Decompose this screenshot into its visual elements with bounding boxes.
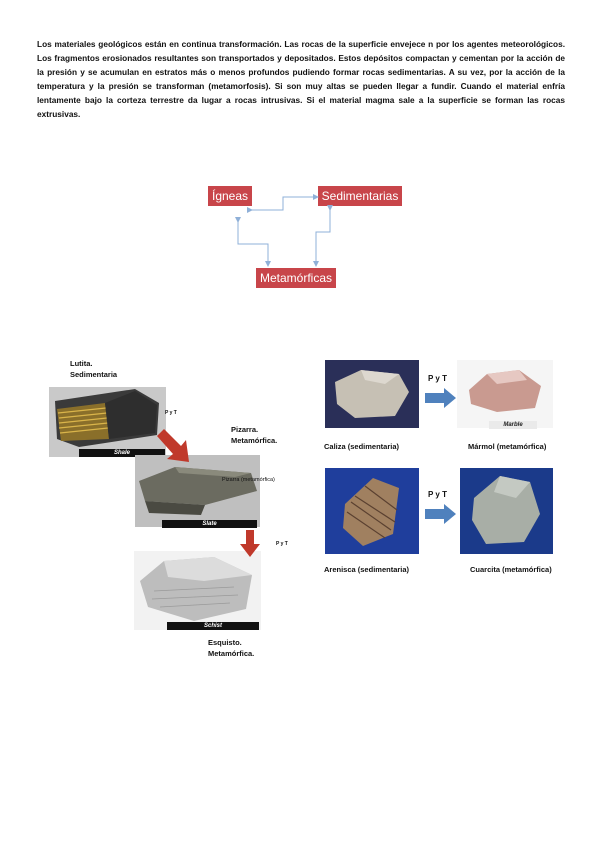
pizarra-label: Pizarra. [231,425,259,434]
cuarcita-label: Cuarcita (metamórfica) [470,565,552,574]
blue-arrow-arenisca-cuarcita [425,504,456,524]
pizarra-inset-label: Pizarra (metamórfica) [222,477,275,483]
arrow-igneas-sedimentarias [247,194,319,213]
arenisca-label: Arenisca (sedimentaria) [324,565,410,574]
lutita-label: Lutita. [70,359,93,368]
blue-arrow-caliza-marmol [425,388,456,408]
shale-caption: Shale [79,449,165,457]
pizarra-type: Metamórfica. [231,436,278,445]
marble-caption: Marble [489,421,537,429]
arrow-igneas-metamorficas [235,217,271,267]
pyt-label-bottom: P y T [428,490,447,499]
caliza-photo [325,360,419,428]
esquisto-type: Metamórfica. [208,649,255,658]
arrow-sedimentarias-metamorficas [313,205,333,267]
red-arrow-shale-slate [157,429,189,462]
slate-photo [135,455,260,527]
esquisto-label: Esquisto. [208,638,242,647]
lutita-type: Sedimentaria [70,370,118,379]
arenisca-photo [325,468,419,554]
marmol-label: Mármol (metamórfica) [468,442,547,451]
marble-photo [457,360,553,428]
box-sedimentarias: Sedimentarias [318,186,402,206]
red-arrow-slate-schist [240,530,260,557]
slate-caption: Slate [162,520,257,528]
cuarcita-photo [460,468,553,554]
shale-photo [49,387,166,457]
schist-photo [134,551,261,630]
intro-paragraph: Los materiales geológicos están en conti… [37,39,565,119]
caliza-label: Caliza (sedimentaria) [324,442,400,451]
schist-caption: Schist [167,622,259,630]
box-metamorficas: Metamórficas [256,268,336,288]
pyt-label-top: P y T [428,374,447,383]
box-igneas: Ígneas [208,186,252,206]
pyt-label-2: P y T [276,541,288,547]
pyt-label-1: P y T [165,410,177,416]
